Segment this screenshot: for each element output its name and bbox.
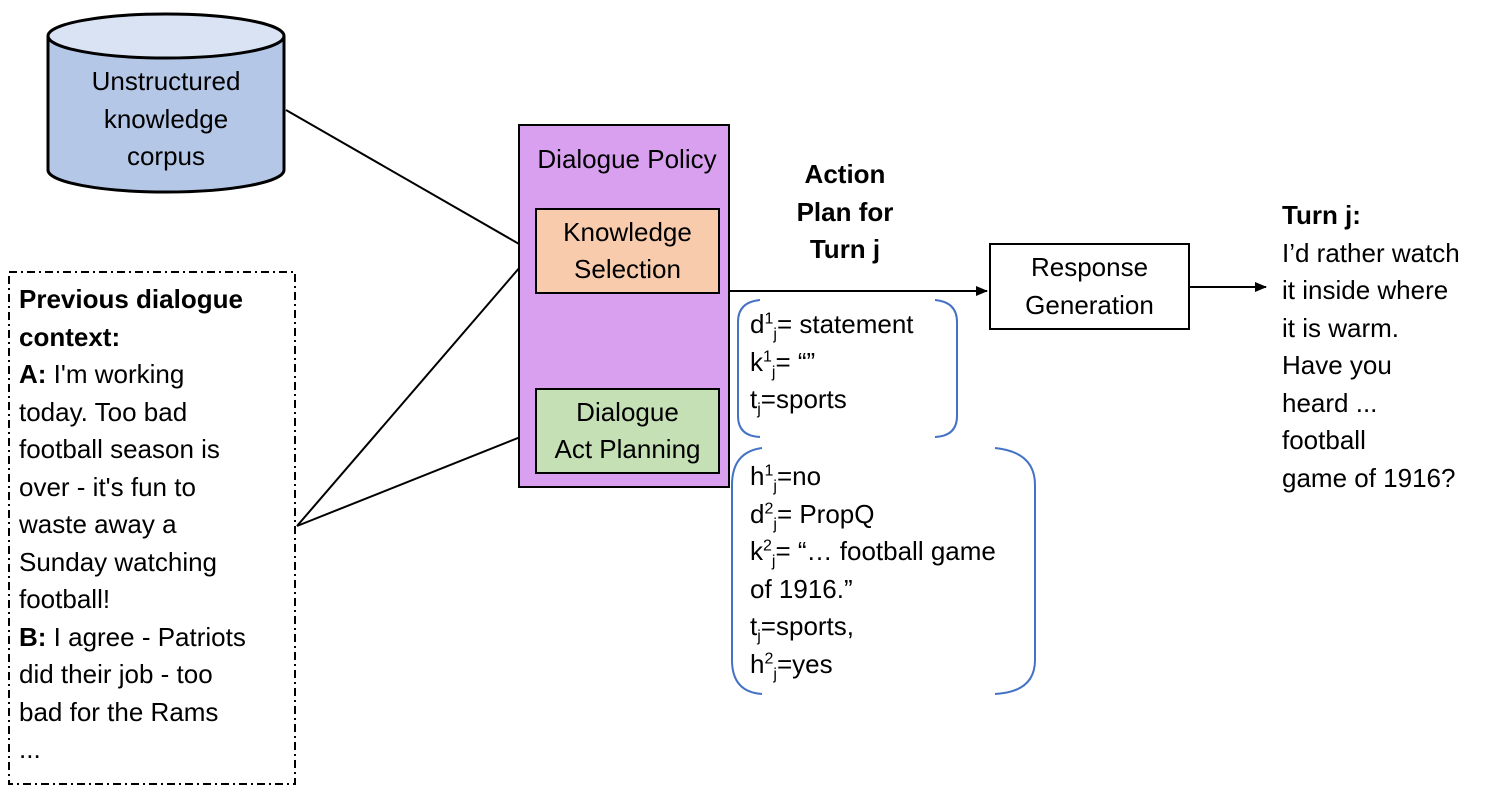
context-title: context: [19,321,121,352]
corpus-line: knowledge [103,103,229,134]
turn-line: game of 1916? [1282,462,1456,493]
context-line: football season is [19,434,220,464]
dialogue-policy-title: Dialogue Policy [537,144,717,174]
turn-line: I’d rather watch [1282,237,1460,268]
response-generation-label: Response [1030,252,1149,282]
action-plan-title: Action Plan for Turn j [765,156,925,269]
plan2-item: tj=sports, [750,611,855,646]
turn-line: it inside where [1282,275,1449,305]
plan2-list: h1j=no d2j= PropQ k2j= “… football game … [750,458,1032,683]
plan2-bracket [731,447,1036,695]
plan1-bracket [737,299,958,438]
speaker-b: B: [19,621,47,652]
corpus-line: corpus [126,141,206,171]
context-box-border [8,271,296,785]
response-generation-label: Generation [1025,289,1154,320]
turn-line: it is warm. [1282,312,1399,343]
plan1-item: tj=sports [750,384,847,419]
arrow-context-to-knowledge [296,251,534,527]
context-line: I agree - Patriots [46,621,246,652]
act-planning-label: Dialogue [576,396,679,427]
plan2-item: d2j= PropQ [750,498,875,533]
turn-title: Turn j: [1282,200,1361,230]
act-planning-box: Dialogue Act Planning [535,388,720,474]
plan2-item: k2j= “… football game [750,536,996,571]
context-title: Previous dialogue [19,284,243,314]
turn-line: Have you [1282,350,1392,380]
plan2-item: h2j=yes [750,648,833,683]
plan2-item: h1j=no [750,461,822,496]
turn-output: Turn j: I’d rather watch it inside where… [1282,197,1492,497]
context-line: ... [19,734,41,764]
turn-line: football [1282,425,1366,455]
turn-line: heard ... [1282,387,1378,418]
corpus-label: Unstructured knowledge corpus [48,63,284,176]
plan1-item: k1j= “” [750,346,816,381]
plan1-item: d1j= statement [750,309,914,344]
knowledge-selection-label: Knowledge [563,216,692,247]
plan2-item: of 1916.” [750,573,853,604]
context-line: Sunday watching [19,546,218,577]
plan1-list: d1j= statement k1j= “” tj=sports [750,306,955,419]
context-line: football! [19,584,111,614]
context-line: today. Too bad [19,396,188,427]
knowledge-selection-box: Knowledge Selection [535,208,720,294]
speaker-a: A: [19,359,47,389]
context-line: over - it's fun to [19,471,196,502]
action-plan-line: Turn j [809,234,881,264]
arrow-context-to-planning [296,431,534,527]
knowledge-selection-label: Selection [574,254,681,284]
context-line: I'm working [46,359,185,389]
response-generation-box: Response Generation [989,243,1190,330]
context-line: bad for the Rams [19,696,219,727]
arrow-corpus-to-knowledge [285,109,534,253]
action-plan-line: Plan for [796,196,894,227]
act-planning-label: Act Planning [554,434,701,464]
dialogue-context: Previous dialogue context: A: I'm workin… [19,281,293,769]
context-line: waste away a [19,509,177,539]
corpus-line: Unstructured [91,66,241,96]
action-plan-line: Action [804,159,886,189]
context-line: did their job - too [19,659,213,689]
corpus-cylinder [46,12,286,194]
